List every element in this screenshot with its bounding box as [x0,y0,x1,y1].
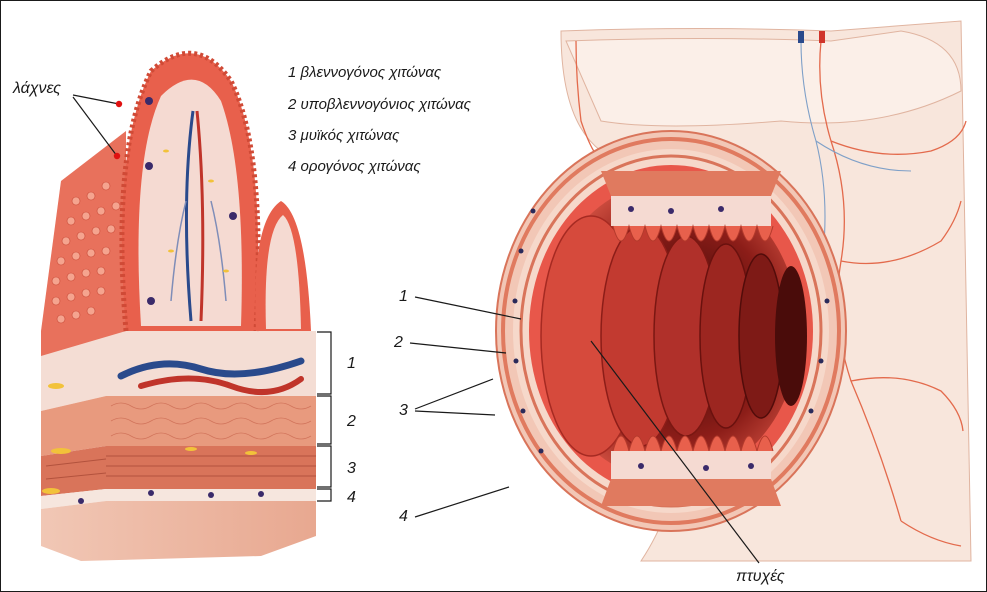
legend-item-4: 4 ορογόνος χιτώνας [288,158,421,175]
tissue-block [41,331,316,561]
folds-label: πτυχές [736,568,785,585]
left-layer-number-4: 4 [347,489,356,506]
left-layer-brackets [317,332,331,501]
left-layer-number-1: 1 [347,355,356,372]
right-layer-number-1: 1 [399,288,408,305]
left-layer-number-2: 2 [346,413,356,430]
right-leader-4 [415,487,509,517]
vein-cut-end [798,31,804,43]
villi-pointer-dot-2 [114,153,120,159]
villi-leader-1 [73,95,119,104]
legend-item-2: 2 υποβλεννογόνιος χιτώνας [287,96,472,113]
villi-surface [41,131,126,356]
right-layer-number-2: 2 [393,334,403,351]
legend-item-3: 3 μυϊκός χιτώνας [288,127,400,144]
right-leader-3a [415,379,493,409]
villi-pointer-dot-1 [116,101,122,107]
left-layer-number-3: 3 [347,460,356,477]
villus [122,53,258,331]
villus-right [255,201,311,331]
artery-cut-end [819,31,825,43]
legend-item-1: 1 βλεννογόνος χιτώνας [288,64,442,81]
block-muscle-layer [41,446,316,496]
villi-leader-2 [73,97,117,156]
right-layer-number-3: 3 [399,402,408,419]
villi-label: λάχνες [12,80,61,97]
cut-section-bottom [601,436,781,506]
right-leader-2 [410,343,506,353]
cut-section-top [601,171,781,241]
right-leader-3b [415,411,495,415]
block-bottom-face [41,501,316,561]
right-layer-number-4: 4 [399,508,408,525]
layer-legend: 1 βλεννογόνος χιτώνας 2 υποβλεννογόνιος … [287,64,472,175]
